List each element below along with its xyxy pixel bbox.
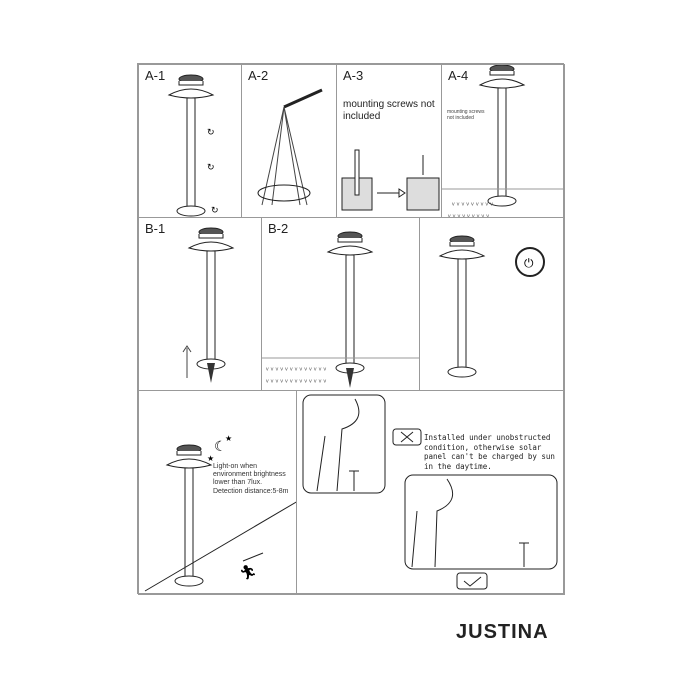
lamp-assembly-illustration: ↻ ↻ ↻ (168, 74, 219, 217)
step-label: A-2 (248, 68, 269, 83)
step-a4-panel: A-4 mounting screws not included ᵥ ᵥ ᵥ ᵥ… (441, 64, 565, 218)
step-label: B-1 (145, 221, 166, 236)
svg-text:↻: ↻ (207, 162, 215, 172)
sensor-distance-text: Detection distance:5-8m (213, 488, 289, 495)
step-a2-panel: A-2 (241, 64, 337, 218)
instruction-sheet: A-1 ↻ ↻ ↻ A-2 A-3 mounting screws not incl… (137, 63, 565, 595)
svg-text:☾: ☾ (214, 438, 227, 454)
marking-base-illustration (257, 88, 323, 206)
placement-panel: Installed under unobstructed condition, … (296, 390, 565, 595)
product-name: JUSTINA (456, 621, 549, 643)
svg-text:★: ★ (207, 454, 214, 463)
step-label: A-4 (448, 68, 469, 83)
mounting-note: mounting screws not included (447, 109, 485, 121)
svg-text:🏃︎: 🏃︎ (239, 564, 257, 580)
step-a3-panel: A-3 mounting screws not included (336, 64, 442, 218)
svg-text:★: ★ (225, 434, 232, 443)
motion-sensor-illustration: ☾★ ★ 🏃︎ (144, 434, 296, 592)
spike-ground-illustration: ᵥ ᵥ ᵥ ᵥ ᵥ ᵥ ᵥ ᵥ ᵥ ᵥ ᵥ ᵥ ᵥ ᵥ ᵥ ᵥ ᵥ ᵥ ᵥ ᵥ ᵥ… (262, 231, 419, 388)
step-a1-panel: A-1 ↻ ↻ ↻ (138, 64, 242, 218)
power-switch-illustration: ⏻ (439, 235, 545, 378)
svg-text:⏻: ⏻ (524, 256, 534, 270)
mounting-note: mounting screws not included (343, 99, 435, 122)
sensor-panel: ☾★ ★ 🏃︎ Light-on when environment brightne… (138, 390, 297, 595)
step-label: B-2 (268, 221, 289, 236)
svg-text:ᵥ ᵥ ᵥ ᵥ ᵥ ᵥ ᵥ ᵥ ᵥ: ᵥ ᵥ ᵥ ᵥ ᵥ ᵥ ᵥ ᵥ ᵥ (451, 198, 493, 207)
placement-illustration (302, 394, 558, 590)
svg-text:ᵥ ᵥ ᵥ ᵥ ᵥ ᵥ ᵥ ᵥ ᵥ ᵥ ᵥ ᵥ ᵥ: ᵥ ᵥ ᵥ ᵥ ᵥ ᵥ ᵥ ᵥ ᵥ ᵥ ᵥ ᵥ ᵥ (265, 375, 327, 384)
spike-assembly-illustration (182, 227, 234, 383)
step-label: A-3 (343, 68, 364, 83)
svg-text:ᵥ ᵥ ᵥ ᵥ ᵥ ᵥ ᵥ ᵥ ᵥ ᵥ ᵥ ᵥ ᵥ: ᵥ ᵥ ᵥ ᵥ ᵥ ᵥ ᵥ ᵥ ᵥ ᵥ ᵥ ᵥ ᵥ (265, 363, 327, 372)
drilling-illustration (341, 149, 440, 211)
step-b1-panel: B-1 (138, 217, 262, 391)
svg-text:↻: ↻ (211, 205, 219, 215)
placement-warning: Installed under unobstructed condition, … (424, 433, 555, 471)
sensor-brightness-text: Light-on when environment brightness low… (213, 463, 286, 486)
screw-mounting-illustration: ᵥ ᵥ ᵥ ᵥ ᵥ ᵥ ᵥ ᵥ ᵥ ᵥ ᵥ ᵥ ᵥ ᵥ ᵥ ᵥ ᵥ ᵥ (442, 65, 564, 218)
step-label: A-1 (145, 68, 166, 83)
svg-text:↻: ↻ (207, 127, 215, 137)
svg-text:ᵥ ᵥ ᵥ ᵥ ᵥ ᵥ ᵥ ᵥ ᵥ: ᵥ ᵥ ᵥ ᵥ ᵥ ᵥ ᵥ ᵥ ᵥ (447, 210, 489, 218)
switch-panel: ⏻ (419, 217, 565, 391)
